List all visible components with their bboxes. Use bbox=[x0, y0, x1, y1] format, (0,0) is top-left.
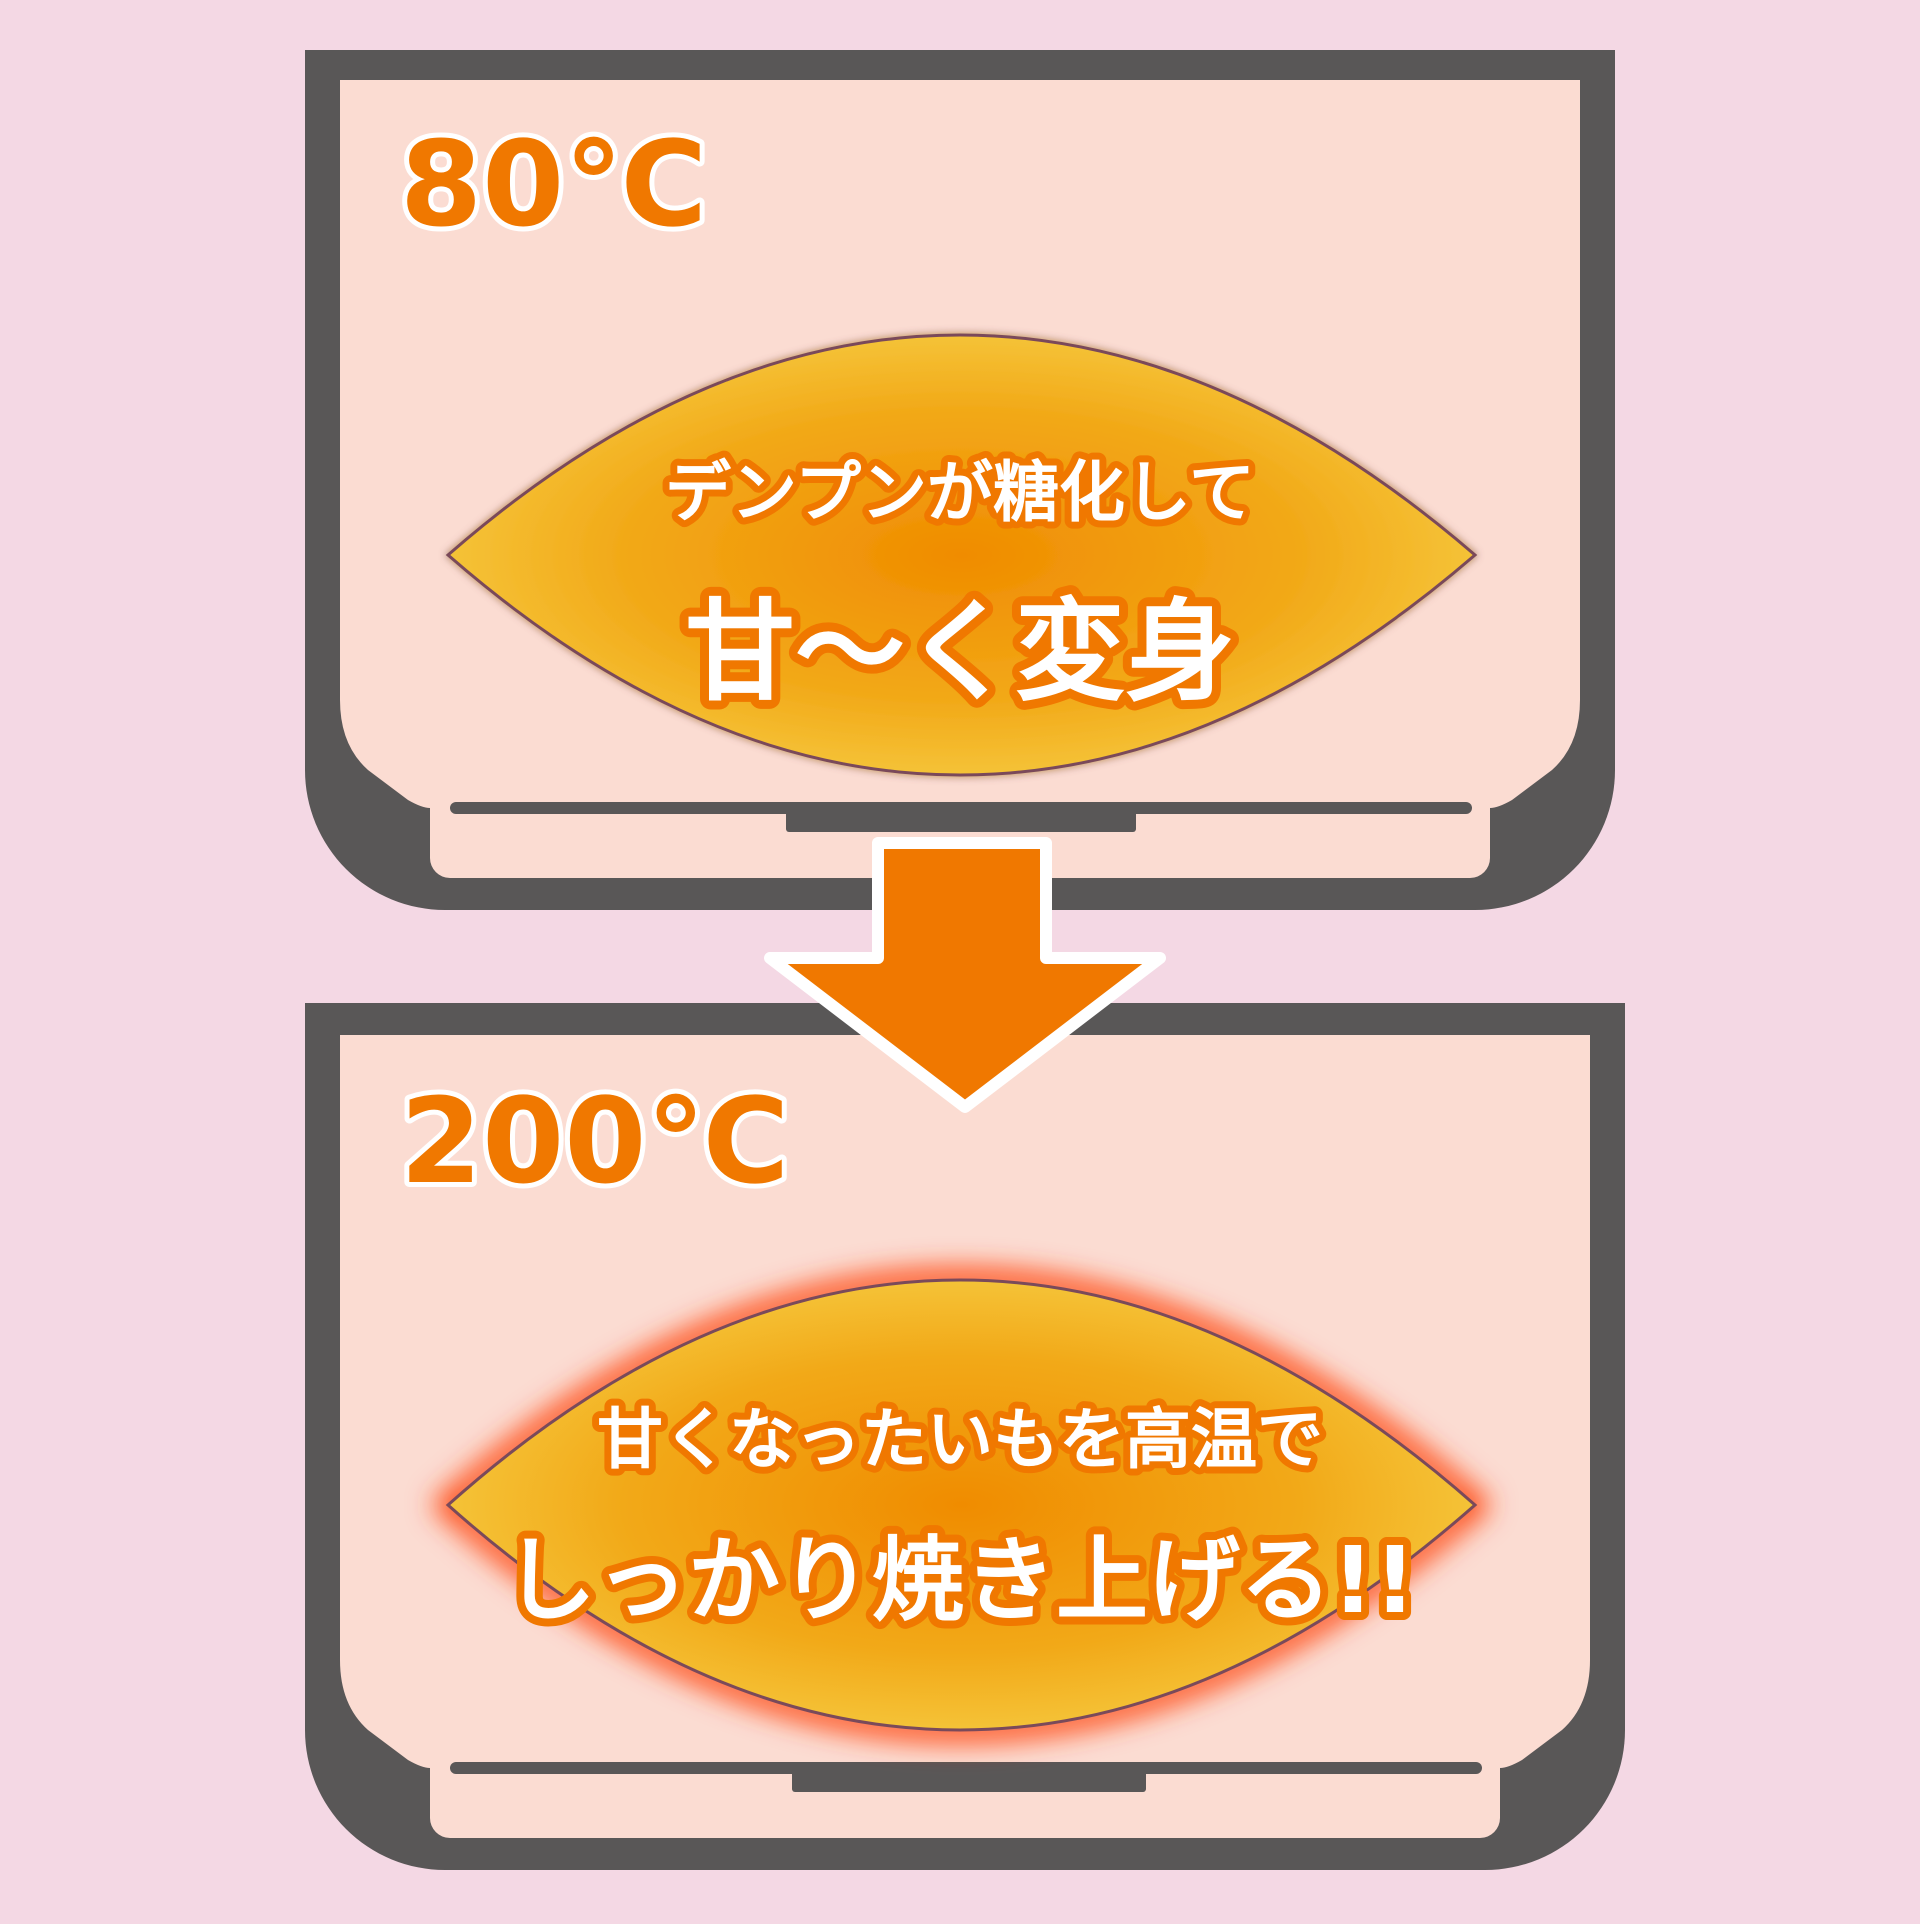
caption-bottom-line1: 甘くなったいもを高温で bbox=[597, 1401, 1323, 1478]
caption-top-line1: デンプンが糖化して bbox=[665, 454, 1255, 531]
oven-bottom-rack-support bbox=[792, 1770, 1146, 1792]
oven-bottom: 200℃ 甘くなったいもを高温で しっかり焼き上げる!! bbox=[305, 1003, 1625, 1870]
oven-top-rack-support bbox=[786, 810, 1136, 832]
caption-top-line2: 甘〜く変身 bbox=[685, 588, 1235, 716]
temperature-bottom: 200℃ bbox=[400, 1072, 789, 1210]
caption-bottom-line2: しっかり焼き上げる!! bbox=[504, 1527, 1416, 1634]
oven-top: 80℃ デンプンが糖化して 甘〜く変身 bbox=[305, 50, 1615, 910]
temperature-top: 80℃ bbox=[400, 115, 707, 253]
